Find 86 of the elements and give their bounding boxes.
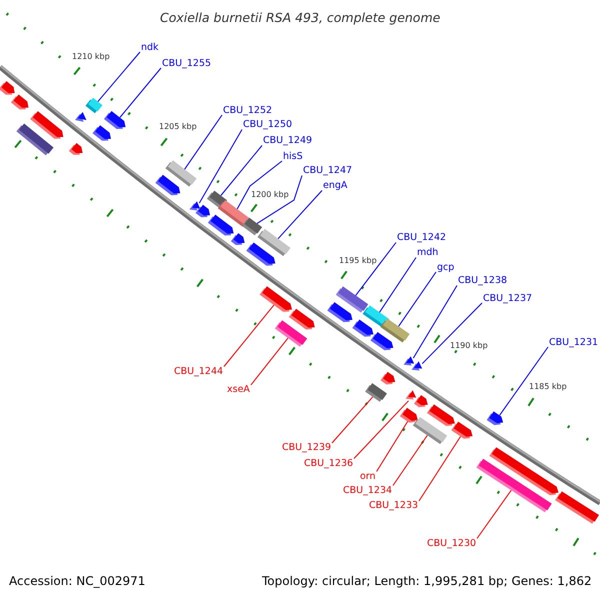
scale-label: 1200 kbp: [251, 191, 289, 199]
gene-label: CBU_1238: [458, 276, 508, 286]
gene-feature: [414, 395, 428, 408]
leader-line: [376, 421, 408, 472]
gene-block: [365, 383, 387, 402]
gene-label: gcp: [437, 262, 454, 272]
gene-feature: [451, 422, 473, 439]
gene-block: [380, 318, 410, 342]
gene-feature: [155, 174, 180, 196]
gene-feature: [352, 320, 374, 337]
gene-label: CBU_1247: [303, 166, 352, 176]
leader-line: [499, 346, 548, 416]
leader-line: [256, 175, 302, 224]
gene-feature: [230, 233, 245, 246]
gene-label: CBU_1239: [282, 443, 332, 452]
gene-label: CBU_1250: [243, 120, 292, 130]
gene-block: [165, 160, 197, 187]
leader-line: [422, 302, 482, 364]
gene-label: orn: [360, 472, 376, 481]
leader-line: [412, 285, 458, 359]
gene-label: CBU_1231: [549, 338, 598, 347]
gene-feature: [104, 110, 126, 130]
scale-label: 1210 kbp: [72, 53, 110, 61]
gene-block: [336, 286, 368, 313]
gene-feature: [196, 204, 210, 218]
scale-label: 1205 kbp: [159, 123, 197, 131]
gene-label: CBU_1242: [397, 233, 446, 242]
gene-feature: [426, 404, 455, 426]
gene-label: CBU_1237: [483, 294, 532, 303]
gene-feature: [92, 125, 111, 141]
gene-feature: [327, 302, 352, 322]
gene-label: CBU_1249: [263, 136, 312, 146]
gene-feature: [486, 411, 504, 426]
leader-line: [184, 114, 222, 170]
gene-label: mdh: [417, 248, 438, 258]
leader-line: [97, 52, 140, 102]
gene-feature: [10, 94, 28, 110]
gene-feature: [0, 81, 15, 95]
gene-feature: [75, 112, 86, 122]
gene-label: hisS: [283, 152, 303, 161]
accession-text: Accession: NC_002971: [9, 575, 146, 587]
gene-block: [242, 218, 262, 236]
gene-block: [257, 228, 291, 256]
leader-line: [198, 129, 242, 204]
leader-line: [398, 272, 436, 327]
gene-feature: [30, 111, 64, 139]
gene-label: CBU_1234: [343, 486, 392, 495]
leader-line: [354, 400, 409, 459]
leader-line: [418, 436, 461, 502]
gene-feature: [406, 390, 416, 400]
leader-line: [224, 304, 274, 367]
gene-feature: [404, 356, 414, 366]
leader-line: [392, 434, 428, 486]
gene-label: xseA: [227, 385, 250, 394]
leader-line: [236, 160, 282, 210]
gene-label: CBU_1244: [174, 366, 224, 376]
gene-label: CBU_1236: [304, 458, 354, 468]
gene-label: CBU_1233: [369, 501, 418, 510]
gene-label: CBU_1252: [223, 106, 272, 115]
gene-feature: [260, 286, 292, 312]
gene-feature: [380, 372, 396, 384]
gene-feature: [370, 332, 394, 350]
gene-feature: [189, 201, 200, 210]
gene-label: engA: [323, 181, 348, 190]
scale-label: 1185 kbp: [529, 383, 567, 391]
gene-label: CBU_1255: [162, 58, 212, 68]
gene-feature: [288, 308, 315, 330]
gene-block: [85, 98, 102, 114]
diagram-title: Coxiella burnetii RSA 493, complete genome: [160, 12, 440, 24]
leader-line: [278, 190, 322, 240]
gene-label: CBU_1230: [427, 538, 476, 548]
gene-label: ndk: [141, 42, 159, 52]
leader-line: [250, 338, 288, 386]
gene-feature: [412, 361, 422, 370]
leader-line: [220, 145, 262, 196]
scale-label: 1195 kbp: [339, 256, 377, 264]
gene-feature: [68, 143, 83, 155]
scale-label: 1190 kbp: [450, 342, 488, 350]
leader-line: [379, 257, 416, 313]
gene-block: [555, 491, 599, 524]
leader-line: [476, 490, 512, 539]
leader-line: [355, 242, 396, 296]
genome-stats-text: Topology: circular; Length: 1,995,281 bp; Genes: 1,862: [262, 575, 592, 587]
gene-feature: [400, 408, 418, 423]
gene-feature: [489, 447, 559, 496]
gene-feature: [208, 214, 234, 236]
